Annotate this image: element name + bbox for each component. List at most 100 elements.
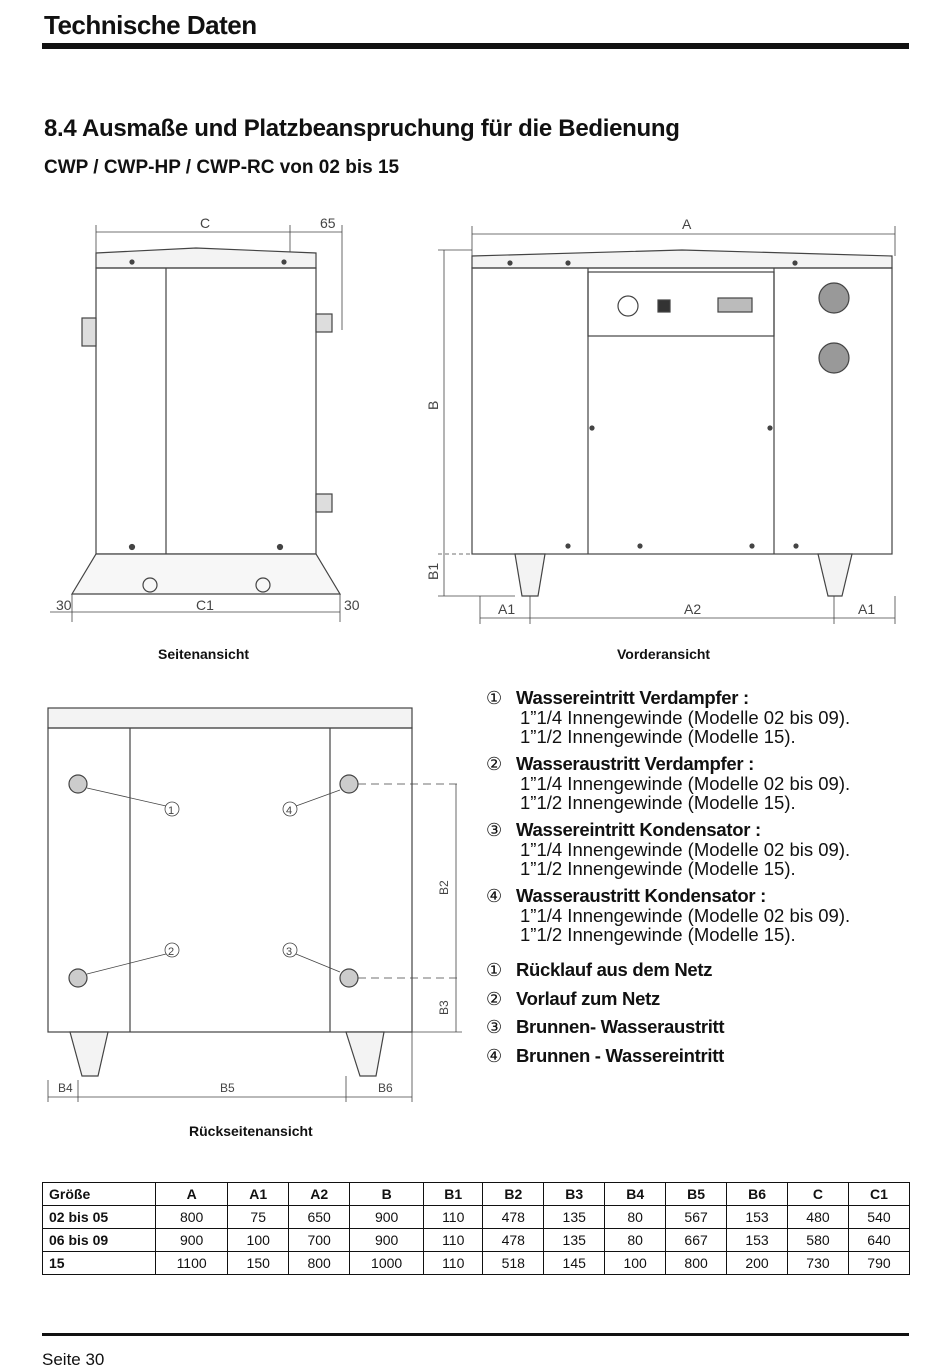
table-cell: 80	[604, 1228, 667, 1252]
header-rule	[42, 43, 909, 49]
legend-detail: 1”1/2 Innengewinde (Modelle 15).	[520, 924, 796, 945]
table-header-cell: A	[154, 1182, 229, 1206]
table-cell: 640	[847, 1228, 911, 1252]
table-cell: 478	[482, 1205, 545, 1229]
legend-title: Rücklauf aus dem Netz	[516, 959, 713, 980]
table-cell: 567	[665, 1205, 728, 1229]
legend-number: ②	[486, 988, 503, 1009]
dim-label-a2: A2	[684, 601, 701, 617]
front-view-drawing: A B B1 A1 A2 A1	[425, 216, 896, 624]
dim-label-a: A	[682, 216, 692, 232]
table-cell: 110	[423, 1205, 484, 1229]
legend-detail: 1”1/4 Innengewinde (Modelle 02 bis 09).	[520, 905, 851, 926]
table-cell: 02 bis 05	[42, 1205, 156, 1229]
legend-item: ④ Wasseraustritt Kondensator :1”1/4 Innen…	[486, 885, 906, 945]
legend-detail: 1”1/4 Innengewinde (Modelle 02 bis 09).	[520, 773, 851, 794]
table-header-cell: B2	[482, 1182, 545, 1206]
table-cell: 150	[227, 1251, 290, 1275]
footer-rule	[42, 1333, 909, 1336]
marker-3: 3	[286, 946, 292, 958]
dim-label-b5: B5	[220, 1081, 235, 1095]
table-cell: 15	[42, 1251, 156, 1275]
table-cell: 900	[154, 1228, 229, 1252]
legend-title: Brunnen- Wasseraustritt	[516, 1016, 725, 1037]
table-cell: 153	[726, 1205, 789, 1229]
table-cell: 800	[665, 1251, 728, 1275]
table-cell: 540	[847, 1205, 911, 1229]
table-cell: 06 bis 09	[42, 1228, 156, 1252]
legend-title: Vorlauf zum Netz	[516, 987, 660, 1009]
legend-number: ①	[486, 688, 503, 708]
table-cell: 80	[604, 1205, 667, 1229]
table-header-cell: A1	[227, 1182, 290, 1206]
section-subtitle: CWP / CWP-HP / CWP-RC von 02 bis 15	[44, 157, 400, 178]
dim-label-30-left: 30	[56, 597, 72, 613]
table-cell: 580	[787, 1228, 849, 1252]
table-cell: 135	[543, 1228, 606, 1252]
header-title: Technische Daten	[44, 10, 257, 40]
side-view-drawing: C 65 30 C1 30	[50, 215, 360, 622]
table-cell: 100	[604, 1251, 667, 1275]
table-cell: 667	[665, 1228, 728, 1252]
dim-label-b: B	[425, 401, 441, 410]
table-cell: 700	[288, 1228, 351, 1252]
table-cell: 800	[154, 1205, 229, 1229]
table-cell: 478	[482, 1228, 545, 1252]
table-cell: 790	[847, 1251, 911, 1275]
table-header-cell: C	[787, 1182, 849, 1206]
table-cell: 75	[227, 1205, 290, 1229]
dim-label-65: 65	[320, 215, 336, 231]
legend-item: ① Wassereintritt Verdampfer :1”1/4 Inneng…	[486, 687, 906, 747]
dim-label-30-right: 30	[344, 597, 360, 613]
legend-item: ② Vorlauf zum Netz	[486, 987, 906, 1009]
marker-1: 1	[168, 805, 174, 817]
legend-number: ②	[486, 754, 503, 774]
table-cell: 145	[543, 1251, 606, 1275]
section-title: 8.4 Ausmaße und Platzbeanspruchung für d…	[44, 115, 680, 142]
marker-2: 2	[168, 946, 174, 958]
legend-number: ④	[486, 886, 503, 906]
legend-title: Wassereintritt Verdampfer :	[516, 687, 749, 708]
table-cell: 135	[543, 1205, 606, 1229]
marker-4: 4	[286, 805, 292, 817]
legend-title: Wasseraustritt Kondensator :	[516, 885, 766, 906]
dim-label-b4: B4	[58, 1081, 73, 1095]
table-cell: 900	[349, 1228, 425, 1252]
dim-label-b6: B6	[378, 1081, 393, 1095]
table-header-cell: B3	[543, 1182, 606, 1206]
legend-title: Brunnen - Wassereintritt	[516, 1044, 724, 1066]
table-header-cell: B5	[665, 1182, 728, 1206]
dim-label-a1-right: A1	[858, 601, 875, 617]
table-header-cell: C1	[847, 1182, 911, 1206]
legend-detail: 1”1/2 Innengewinde (Modelle 15).	[520, 726, 796, 747]
table-cell: 153	[726, 1228, 789, 1252]
table-cell: 1100	[154, 1251, 229, 1275]
table-cell: 800	[288, 1251, 351, 1275]
legend-detail: 1”1/4 Innengewinde (Modelle 02 bis 09).	[520, 707, 851, 728]
table-cell: 110	[423, 1228, 484, 1252]
table-header-cell: Größe	[42, 1182, 156, 1206]
legend-detail: 1”1/2 Innengewinde (Modelle 15).	[520, 858, 796, 879]
table-cell: 480	[787, 1205, 849, 1229]
legend-title: Wassereintritt Kondensator :	[516, 819, 761, 840]
dim-label-b3: B3	[437, 1000, 451, 1015]
dim-label-c1: C1	[196, 597, 214, 613]
table-header-cell: A2	[288, 1182, 351, 1206]
dim-label-b2: B2	[437, 880, 451, 895]
table-cell: 900	[349, 1205, 425, 1229]
legend-number: ③	[486, 820, 503, 840]
caption-side-view: Seitenansicht	[158, 646, 250, 662]
legend-number: ④	[486, 1045, 503, 1066]
table-header-cell: B6	[726, 1182, 789, 1206]
